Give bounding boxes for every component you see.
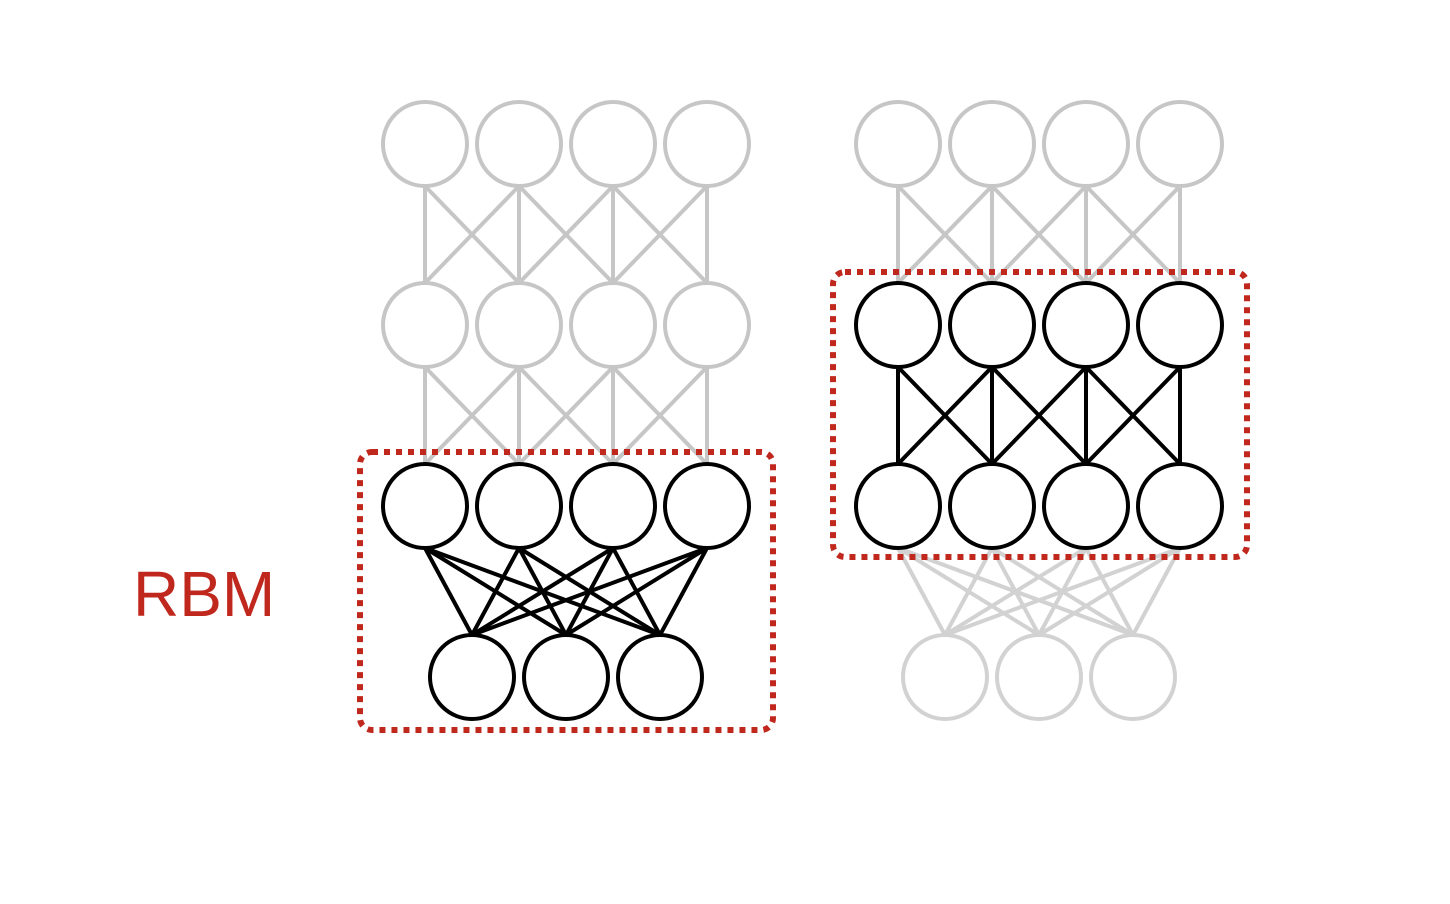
left-unit-3-1 — [522, 633, 610, 721]
left-unit-3-0 — [428, 633, 516, 721]
right-unit-1-2 — [1042, 281, 1130, 369]
left-unit-1-0 — [381, 281, 469, 369]
left-unit-2-1 — [475, 462, 563, 550]
left-edge-0-1-1-0 — [423, 184, 521, 285]
right-unit-0-2 — [1042, 100, 1130, 188]
right-edge-2-3-3-0 — [943, 546, 1182, 637]
left-unit-0-2 — [569, 100, 657, 188]
left-unit-0-1 — [475, 100, 563, 188]
right-edge-2-3-1-0 — [943, 546, 994, 637]
right-edge-2-3-3-1 — [1037, 546, 1182, 637]
right-edge-0-1-1-0 — [896, 184, 994, 285]
right-unit-1-0 — [854, 281, 942, 369]
right-edge-2-3-3-2 — [1131, 546, 1182, 637]
left-edge-1-2-2-1 — [517, 365, 615, 466]
left-edge-1-2-3-2 — [611, 365, 709, 466]
right-rbm-box — [830, 269, 1250, 560]
left-edge-0-1-2-1 — [517, 184, 615, 285]
left-unit-1-3 — [663, 281, 751, 369]
left-unit-1-2 — [569, 281, 657, 369]
left-edge-0-1-3-2 — [611, 184, 709, 285]
rbm-label: RBM — [133, 558, 276, 630]
right-edge-1-2-3-2 — [1084, 365, 1182, 466]
connections — [423, 184, 1182, 637]
right-unit-3-1 — [995, 633, 1083, 721]
right-unit-2-1 — [948, 462, 1036, 550]
left-edge-2-3-1-0 — [470, 546, 521, 637]
right-unit-2-3 — [1136, 462, 1224, 550]
left-edge-1-2-1-0 — [423, 365, 521, 466]
left-unit-3-2 — [616, 633, 704, 721]
left-unit-2-3 — [663, 462, 751, 550]
right-unit-3-2 — [1089, 633, 1177, 721]
left-unit-1-1 — [475, 281, 563, 369]
right-unit-2-0 — [854, 462, 942, 550]
left-edge-2-3-3-0 — [470, 546, 709, 637]
right-unit-2-2 — [1042, 462, 1130, 550]
right-unit-0-0 — [854, 100, 942, 188]
left-unit-0-0 — [381, 100, 469, 188]
left-edge-2-3-2-0 — [470, 546, 615, 637]
left-edge-2-3-0-0 — [423, 546, 474, 637]
units — [381, 100, 1224, 721]
left-edge-2-3-3-2 — [658, 546, 709, 637]
right-edge-2-3-0-0 — [896, 546, 947, 637]
right-unit-3-0 — [901, 633, 989, 721]
right-unit-1-3 — [1136, 281, 1224, 369]
left-unit-2-0 — [381, 462, 469, 550]
right-edge-1-2-2-1 — [990, 365, 1088, 466]
left-rbm-box — [357, 449, 776, 733]
right-edge-0-1-3-2 — [1084, 184, 1182, 285]
right-unit-0-3 — [1136, 100, 1224, 188]
right-edge-0-1-2-1 — [990, 184, 1088, 285]
left-edge-2-3-3-1 — [564, 546, 709, 637]
right-unit-1-1 — [948, 281, 1036, 369]
right-edge-1-2-1-0 — [896, 365, 994, 466]
left-unit-2-2 — [569, 462, 657, 550]
right-edge-2-3-2-0 — [943, 546, 1088, 637]
left-unit-0-3 — [663, 100, 751, 188]
right-unit-0-1 — [948, 100, 1036, 188]
rbm-highlight-boxes — [357, 269, 1250, 733]
